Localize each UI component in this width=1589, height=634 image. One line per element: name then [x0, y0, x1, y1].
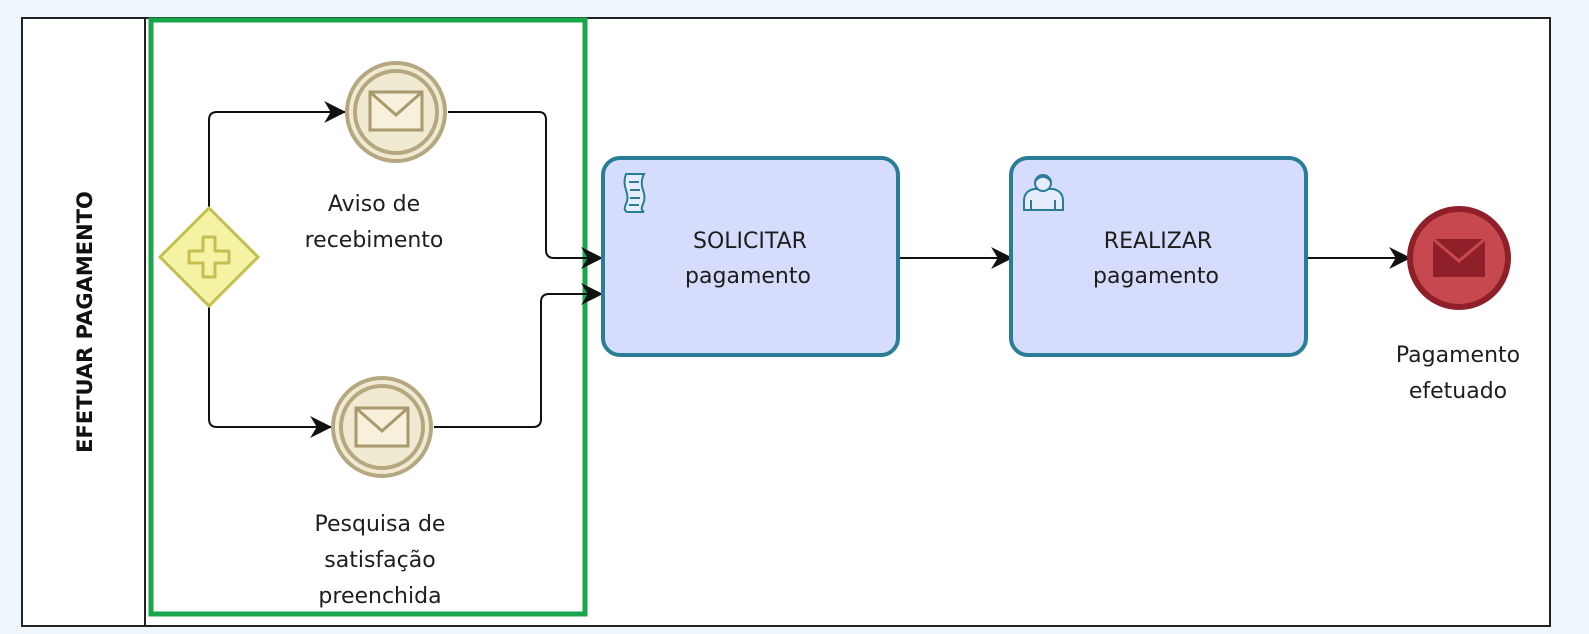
lane-label: EFETUAR PAGAMENTO [73, 191, 97, 453]
script-icon [623, 173, 646, 213]
plus-icon [187, 235, 231, 279]
solicitar-label-line1: SOLICITAR [693, 229, 807, 254]
highlight-box[interactable] [148, 17, 588, 617]
parallel-gateway[interactable] [157, 205, 261, 309]
flow-aviso-to-solicitar [448, 111, 604, 269]
aviso-label-line1: Aviso de [328, 192, 420, 217]
task-solicitar-pagamento[interactable] [601, 156, 900, 357]
event-pesquisa-de-satisfacao[interactable] [331, 376, 433, 478]
sequence-flows [208, 101, 1412, 438]
pesquisa-label-line1: Pesquisa de [315, 512, 446, 537]
end-label-line2: efetuado [1409, 379, 1507, 404]
pesquisa-label-line2: satisfação [324, 548, 435, 573]
user-icon [1023, 174, 1064, 211]
end-label-line1: Pagamento [1396, 343, 1520, 368]
aviso-label-line2: recebimento [305, 228, 444, 253]
solicitar-label-line2: pagamento [685, 264, 811, 289]
task-realizar-pagamento[interactable] [1009, 156, 1308, 357]
flow-pesquisa-to-solicitar [434, 283, 604, 428]
end-event-pagamento-efetuado[interactable] [1407, 206, 1511, 310]
envelope-icon [368, 90, 424, 132]
flow-gateway-to-aviso [208, 101, 347, 210]
realizar-label-line2: pagamento [1093, 264, 1219, 289]
envelope-filled-icon [1432, 237, 1486, 277]
realizar-label-line1: REALIZAR [1104, 229, 1212, 254]
envelope-icon [354, 406, 410, 448]
flow-gateway-to-pesquisa [208, 306, 333, 438]
pesquisa-label-line3: preenchida [318, 584, 441, 609]
event-aviso-de-recebimento[interactable] [345, 61, 447, 163]
